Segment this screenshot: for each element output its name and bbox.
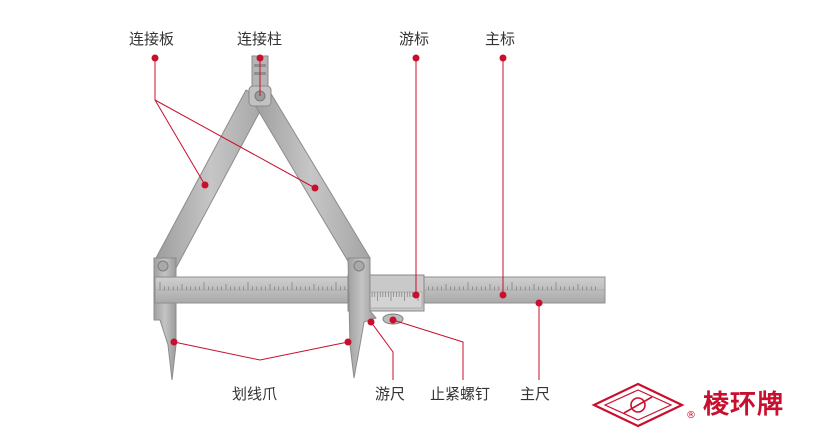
label-vernier-ruler: 游尺 [375,385,406,403]
dot-vernier-ruler [367,318,375,326]
label-link-post: 连接柱 [237,30,283,48]
dot-main-scale-top [499,54,507,62]
dot-jaw-left [170,338,178,346]
dot-main-scale [499,291,507,299]
dot-lock-screw [389,316,397,324]
dot-link-plate [151,54,159,62]
scribing-jaw-right [347,257,377,379]
registered-mark: ® [686,410,696,421]
leader-dots [151,54,543,346]
dot-vernier-scale-top [412,54,420,62]
dot-jaw-right [344,338,352,346]
brand-logo-icon [591,382,685,428]
leader-lines [154,58,540,380]
link-plate-left [155,89,267,269]
brand-name: 棱环牌 [703,390,785,420]
label-lock-screw: 止紧螺钉 [430,385,491,403]
label-main-scale: 主标 [485,30,516,48]
link-plate-right [251,91,371,269]
label-scribing-jaw: 划线爪 [232,385,278,403]
dot-link-plate-left [201,181,209,189]
dot-link-plate-right [311,184,319,192]
label-link-plate: 连接板 [129,30,175,48]
dot-main-ruler [535,299,543,307]
dot-vernier-scale [412,291,420,299]
label-main-ruler: 主尺 [520,385,551,403]
label-vernier-scale: 游标 [399,30,430,48]
scribing-jaw-left [153,257,177,381]
dot-link-post [256,54,264,62]
